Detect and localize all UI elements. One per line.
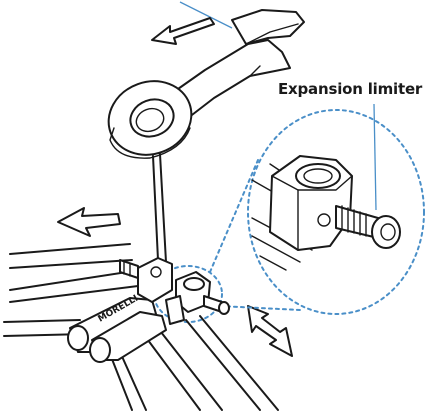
expansion-limiter-label: Expansion limiter	[278, 80, 423, 98]
bracket-assembly: MORELLI	[3, 243, 279, 411]
detail-connector-bottom	[219, 305, 301, 311]
expansion-limiter-leader	[373, 103, 377, 211]
zoomed-limiter-detail	[251, 155, 401, 271]
arrow-left-icon	[57, 207, 121, 237]
detail-zoom-circle	[247, 109, 425, 315]
arrow-down-right-icon	[247, 305, 293, 357]
detail-connector-top	[209, 159, 259, 273]
expansion-wrench	[107, 9, 305, 263]
top-leader-line	[179, 1, 233, 29]
arrow-left-icon	[151, 17, 215, 45]
